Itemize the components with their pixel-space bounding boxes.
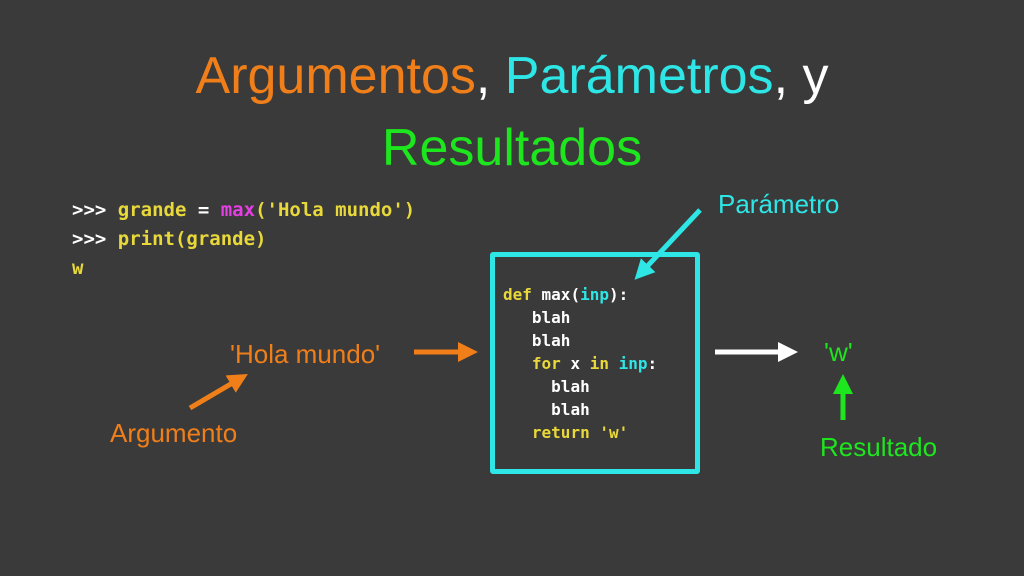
- code-line-blah: blah: [503, 306, 657, 329]
- repl-session: >>> grande = max('Hola mundo') >>> print…: [72, 196, 415, 283]
- repl-line-2: >>> print(grande): [72, 225, 415, 254]
- repl-line-3: w: [72, 254, 415, 283]
- title-line-1: Argumentos, Parámetros, y: [0, 46, 1024, 106]
- title-separator: ,: [475, 47, 505, 105]
- code-kw-for: for: [531, 354, 561, 373]
- repl-arg: ('Hola mundo'): [255, 199, 416, 221]
- code-blah: blah: [551, 377, 590, 396]
- code-param-inp: inp: [618, 354, 648, 373]
- code-kw-return: return: [531, 423, 590, 442]
- code-blah: blah: [531, 331, 571, 350]
- code-line-def: def max(inp):: [503, 283, 657, 306]
- code-colon: :: [647, 354, 658, 373]
- title-resultados: Resultados: [381, 119, 643, 177]
- repl-func-max: max: [220, 199, 256, 221]
- repl-prompt: >>>: [72, 199, 118, 221]
- code-close: ):: [608, 285, 629, 304]
- label-parametro: Parámetro: [718, 189, 840, 219]
- code-blah: blah: [551, 400, 590, 419]
- title-line-2: Resultados: [0, 118, 1024, 178]
- repl-arg: (grande): [174, 228, 267, 250]
- arrow-parametro: [634, 208, 702, 280]
- repl-var: grande: [117, 199, 187, 221]
- title-parametros: Parámetros: [504, 47, 774, 105]
- code-param-inp: inp: [580, 285, 609, 304]
- code-line-for: for x in inp:: [503, 352, 657, 375]
- code-line-blah: blah: [503, 329, 657, 352]
- label-w: 'w': [824, 337, 853, 367]
- repl-output: w: [72, 257, 84, 279]
- repl-prompt: >>>: [72, 228, 118, 250]
- repl-eq: =: [186, 199, 221, 221]
- label-argumento: Argumento: [110, 418, 238, 448]
- code-line-blah: blah: [503, 398, 657, 421]
- code-kw-in: in: [589, 354, 609, 373]
- code-var-x: x: [560, 354, 590, 373]
- function-code: def max(inp): blah blah for x in inp: bl…: [503, 283, 657, 444]
- label-resultado: Resultado: [820, 432, 938, 462]
- code-line-return: return 'w': [503, 421, 657, 444]
- arrow-argumento: [188, 373, 248, 411]
- function-box: [490, 252, 700, 474]
- code-return-value: 'w': [589, 423, 629, 442]
- label-hola-mundo: 'Hola mundo': [230, 339, 381, 369]
- code-line-blah: blah: [503, 375, 657, 398]
- code-blah: blah: [531, 308, 571, 327]
- repl-line-1: >>> grande = max('Hola mundo'): [72, 196, 415, 225]
- title-argumentos: Argumentos: [195, 47, 476, 105]
- repl-func-print: print: [117, 228, 175, 250]
- code-kw-def: def: [503, 285, 532, 304]
- code-func-name: max(: [531, 285, 581, 304]
- title-separator-y: , y: [773, 47, 829, 105]
